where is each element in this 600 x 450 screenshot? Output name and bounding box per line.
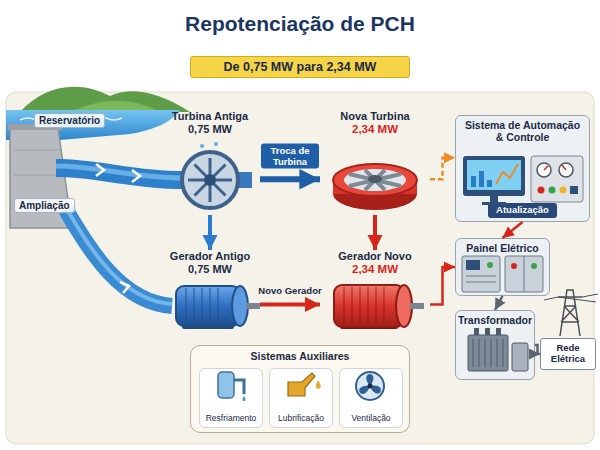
node-heading: De 0,75 MW para 2,34 MW [224, 60, 377, 74]
node-heading: Nova Turbina [340, 110, 409, 123]
node-heading: Gerador Novo [338, 250, 411, 263]
flow-arrow [373, 215, 377, 250]
flow-arrow [495, 296, 503, 310]
old-generator [176, 286, 260, 329]
edge-label: Troca de Turbina [261, 144, 319, 169]
node-heading: Transformador [458, 314, 532, 326]
new-turbine [344, 169, 406, 191]
water-flow [66, 208, 172, 304]
flow-arrow [260, 302, 320, 306]
hills [20, 87, 190, 112]
node-heading: Sistema de Automação & Controle [460, 119, 585, 143]
generator-unit: Gerador Antigo0,75 MW [160, 250, 260, 330]
node-text: 0,75 MW [188, 123, 232, 136]
new-turbine [368, 175, 382, 183]
flow-arrow [208, 215, 212, 250]
node-heading: Painel Elétrico [466, 242, 538, 254]
node-heading: Rede Elétrica [541, 343, 595, 365]
old-turbine [182, 152, 238, 208]
new-generator [334, 285, 404, 327]
power-tower [544, 290, 598, 336]
new-generator [344, 287, 384, 325]
penstock [96, 164, 140, 182]
node-text: 2,34 MW [352, 123, 398, 136]
node-heading: Lubrificação [278, 414, 324, 424]
new-turbine [349, 170, 401, 190]
flow-arrow [430, 267, 455, 304]
subtitle-banner: De 0,75 MW para 2,34 MW [190, 56, 410, 78]
node-text: 0,75 MW [188, 263, 232, 276]
old-turbine [182, 142, 252, 208]
node-heading: Sistemas Auxiliares [251, 350, 350, 362]
penstock [56, 164, 184, 182]
old-generator [246, 303, 260, 309]
panel-box: Painel Elétrico [455, 238, 550, 296]
generator-unit: Gerador Novo2,34 MW [320, 250, 430, 330]
old-turbine [200, 144, 204, 148]
new-generator [396, 285, 412, 327]
water-flow [66, 208, 172, 306]
turbine-unit: Turbina Antiga0,75 MW [160, 110, 260, 215]
place-label: Ampliação [14, 198, 75, 213]
water-flow [120, 282, 129, 293]
power-tower [558, 290, 582, 336]
place-label: Reservatório [34, 113, 105, 128]
node-heading: Ventilação [351, 414, 390, 424]
new-generator [334, 285, 424, 329]
node-text: Atualização [488, 203, 557, 218]
old-generator [232, 286, 248, 326]
old-generator [176, 286, 240, 326]
penstock [56, 166, 184, 178]
water-flow [66, 210, 172, 306]
transformer-box: Transformador [455, 310, 535, 380]
flow-arrow [430, 158, 455, 180]
flow-arrow [260, 176, 320, 182]
diagram-title: Repotenciação de PCH [0, 12, 600, 36]
background-panel [6, 92, 594, 444]
node-heading: Resfriamento [206, 414, 257, 424]
control-box: Sistema de Automação & ControleAtualizaç… [455, 115, 590, 222]
auxiliary-item: Lubrificação [269, 368, 333, 428]
grid-box: Rede Elétrica [540, 338, 596, 370]
flow-arrow [503, 222, 523, 238]
new-generator [410, 303, 424, 309]
node-heading: Turbina Antiga [172, 110, 248, 123]
hills [20, 87, 190, 112]
edge-label: Novo Gerador [258, 286, 321, 296]
old-turbine [214, 142, 218, 146]
old-turbine [204, 174, 216, 186]
turbine-unit: Nova Turbina2,34 MW [320, 110, 430, 215]
auxiliary-item: Resfriamento [199, 368, 263, 428]
power-tower [544, 294, 598, 302]
new-turbine [333, 164, 417, 210]
node-text: 2,34 MW [352, 263, 398, 276]
auxiliary-item: Ventilação [339, 368, 403, 428]
old-turbine [188, 158, 232, 202]
node-heading: Gerador Antigo [170, 250, 250, 263]
old-generator [186, 288, 218, 324]
new-turbine [333, 164, 417, 196]
auxiliary-group: Sistemas AuxiliaresResfriamento Lubrifica… [190, 345, 410, 433]
